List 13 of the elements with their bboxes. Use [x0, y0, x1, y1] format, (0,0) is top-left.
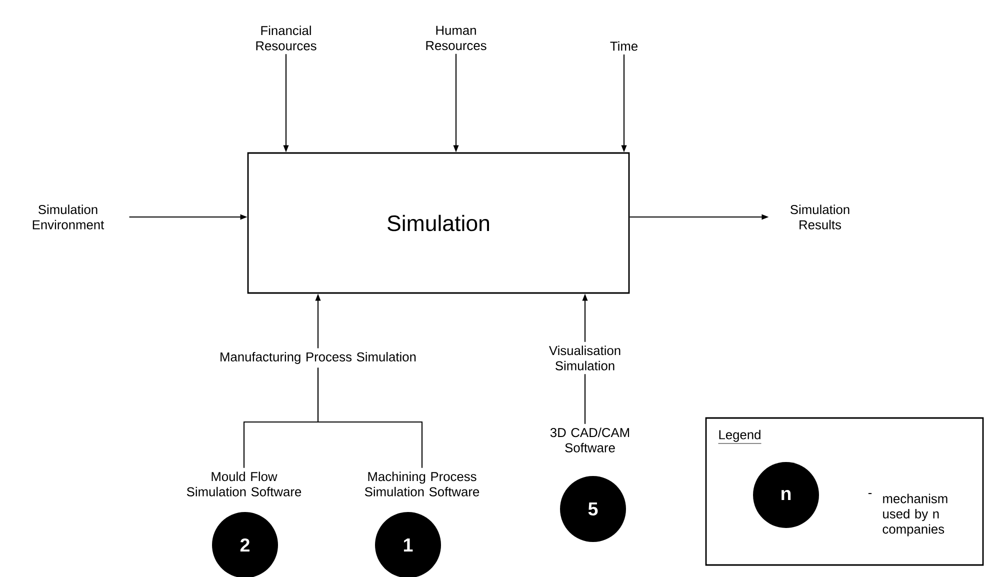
label-text: Visualisation Simulation	[549, 346, 620, 370]
connector-line	[317, 368, 423, 468]
label-text: Manufacturing Process Simulation	[220, 352, 416, 364]
connector-line	[584, 374, 586, 424]
label-text: Human Resources	[426, 26, 486, 50]
label-text: Financial Resources	[256, 26, 316, 50]
label-text: Mould Flow Simulation Software	[186, 472, 302, 496]
label-text: 3D CAD/CAM Software	[550, 428, 630, 452]
label-text: Machining Process Simulation Software	[364, 472, 480, 496]
label-text: Simulation Environment	[32, 204, 104, 230]
label-text: Simulation Results	[790, 204, 850, 230]
label-text: Time	[610, 41, 638, 51]
process-box: Simulation	[247, 152, 630, 294]
